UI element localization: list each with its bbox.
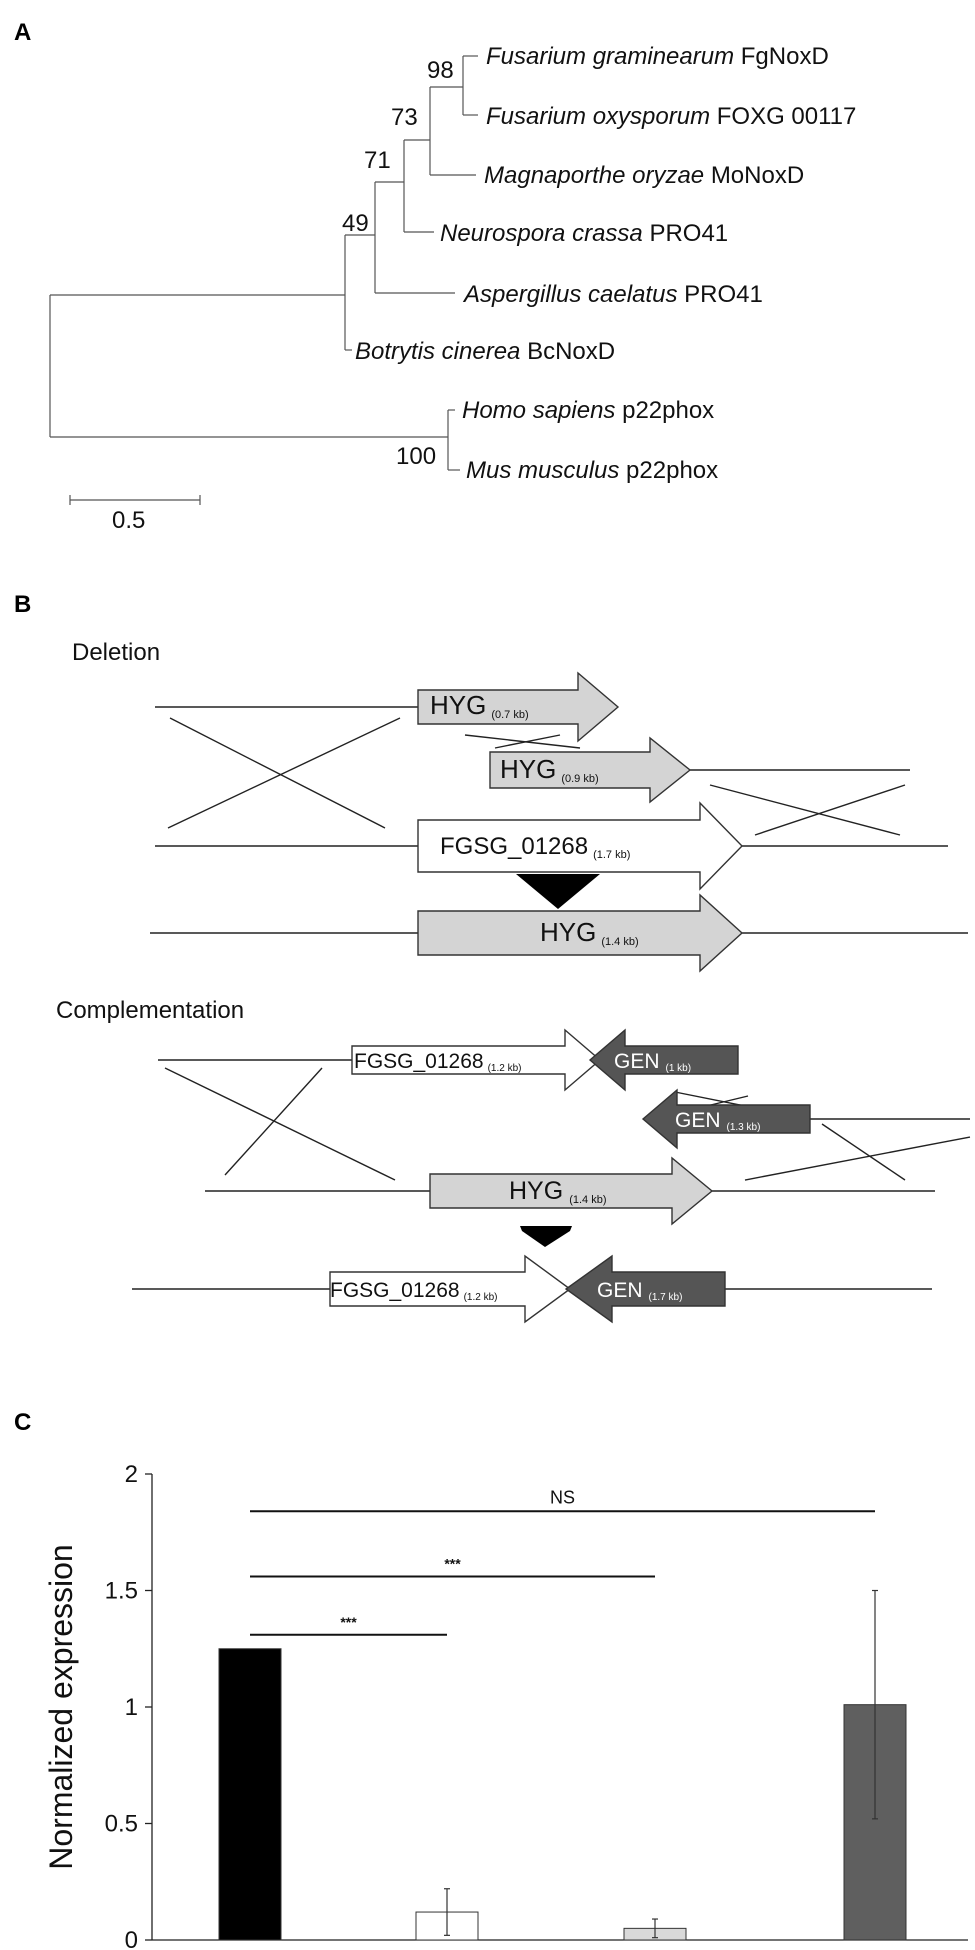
bootstrap-value: 73 <box>391 104 418 131</box>
complementation-lines <box>132 1059 971 1290</box>
deletion-arrows <box>417 671 744 973</box>
gene-label: HYG(1.4 kb) <box>540 917 639 948</box>
gene-label: HYG(0.7 kb) <box>430 690 529 721</box>
bootstrap-value: 71 <box>364 147 391 174</box>
y-tick-label: 0 <box>125 1927 138 1950</box>
y-tick-label: 0.5 <box>105 1811 138 1838</box>
gen-result-arrow <box>564 1254 726 1324</box>
taxon-label: Homo sapiens p22phox <box>462 397 714 424</box>
hyg-result-arrow <box>417 893 744 973</box>
crossover-line <box>754 784 906 836</box>
panel-label-b: B <box>14 591 31 618</box>
bootstrap-value: 49 <box>342 210 369 237</box>
taxon-label: Fusarium graminearum FgNoxD <box>486 43 829 70</box>
y-tick-label: 1.5 <box>105 1578 138 1605</box>
phylogenetic-tree <box>49 55 478 505</box>
taxon-label: Fusarium oxysporum FOXG 00117 <box>486 103 856 130</box>
gene-label: FGSG_01268(1.2 kb) <box>330 1279 498 1303</box>
crossover-line <box>224 1067 323 1176</box>
taxon-label: Mus musculus p22phox <box>466 457 718 484</box>
bar <box>218 1648 282 1941</box>
fgsg-result-arrow <box>329 1254 572 1324</box>
taxon-label: Aspergillus caelatus PRO41 <box>462 281 763 308</box>
crossover-line <box>167 717 401 829</box>
y-tick-label: 2 <box>125 1461 138 1488</box>
significance-label: *** <box>340 1614 357 1630</box>
crossover-line <box>464 734 581 749</box>
crossover-line <box>744 1136 971 1181</box>
gene-label: FGSG_01268(1.7 kb) <box>440 833 630 861</box>
gene-label: HYG(1.4 kb) <box>509 1177 606 1206</box>
down-arrow-icon <box>516 874 600 909</box>
hyg-arrow <box>429 1156 714 1226</box>
crossover-line <box>709 784 901 836</box>
y-axis-label: Normalized expression <box>43 1544 79 1869</box>
hyg-fragment-arrow <box>417 671 620 743</box>
complementation-arrows <box>329 1028 811 1324</box>
gene-label: GEN(1.3 kb) <box>675 1109 760 1133</box>
deletion-label: Deletion <box>72 639 160 666</box>
panel-label-c: C <box>14 1409 31 1436</box>
scale-label: 0.5 <box>112 507 145 534</box>
panel-label-a: A <box>14 19 31 46</box>
target-gene-arrow <box>417 801 743 891</box>
bar <box>843 1704 907 1941</box>
crossover-line <box>821 1123 906 1181</box>
complementation-label: Complementation <box>56 997 244 1024</box>
crossover-line <box>169 717 386 829</box>
taxon-label: Magnaporthe oryzae MoNoxD <box>484 162 804 189</box>
gene-label: GEN(1 kb) <box>614 1050 691 1074</box>
gen-fragment-arrow <box>588 1028 739 1092</box>
down-arrow-icon <box>520 1226 572 1247</box>
taxon-label: Neurospora crassa PRO41 <box>440 220 728 247</box>
hyg-fragment-arrow <box>489 736 692 804</box>
gen-fragment-arrow <box>641 1088 811 1150</box>
gene-label: HYG(0.9 kb) <box>500 754 599 785</box>
deletion-lines <box>150 706 968 934</box>
crossover-line <box>164 1067 396 1181</box>
significance-label: *** <box>444 1556 461 1572</box>
gene-label: FGSG_01268(1.2 kb) <box>354 1050 522 1074</box>
bootstrap-value: 100 <box>396 443 436 470</box>
y-tick-label: 1 <box>125 1694 138 1721</box>
significance-label: NS <box>550 1487 575 1507</box>
bootstrap-value: 98 <box>427 57 454 84</box>
fgsg-fragment-arrow <box>351 1028 602 1092</box>
crossover-line <box>494 734 561 749</box>
gene-label: GEN(1.7 kb) <box>597 1279 682 1303</box>
taxon-label: Botrytis cinerea BcNoxD <box>355 338 615 365</box>
